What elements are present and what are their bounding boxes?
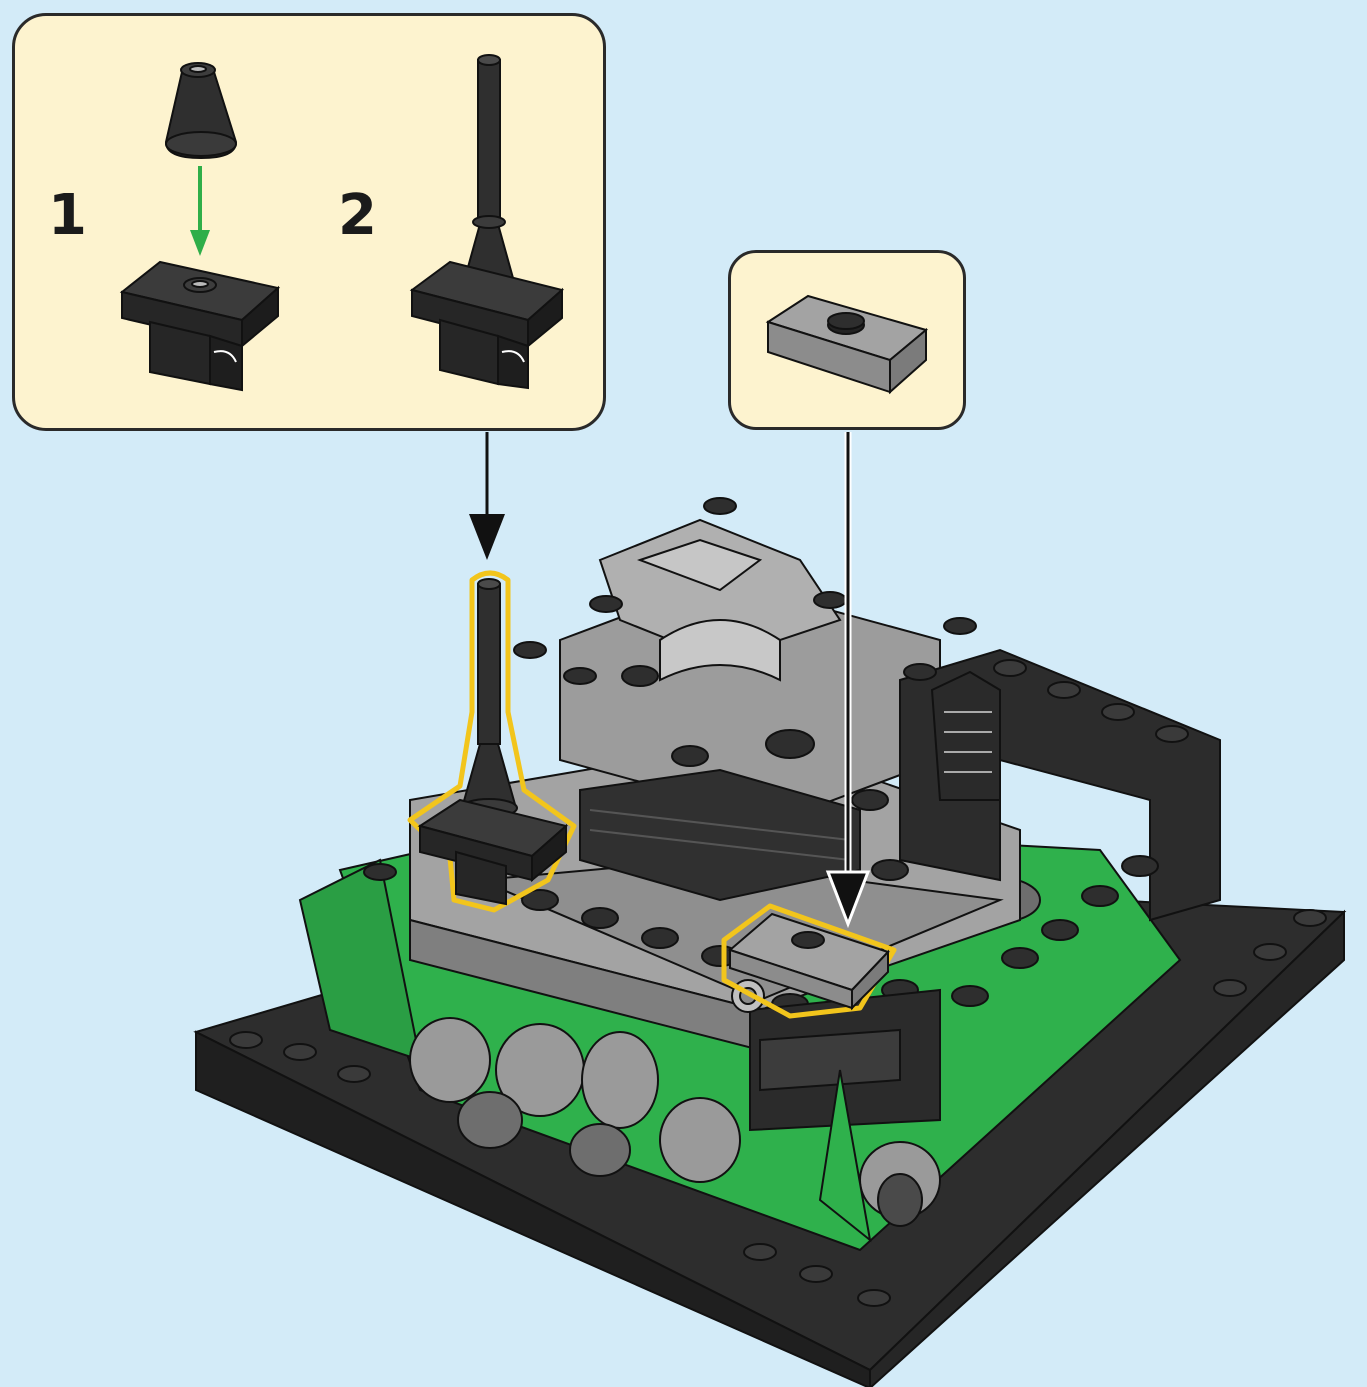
callout-arrow-antenna [469,432,505,560]
substep-number-1: 1 [48,183,87,248]
cone-part-icon [164,62,238,160]
tile-part-icon [765,294,929,395]
assembly-arrow [190,166,210,256]
highlighted-antenna [407,570,577,913]
callout-arrow-tile [825,432,871,929]
bracket-part-icon [119,260,281,392]
substep-number-2: 2 [338,183,377,248]
antenna-part-icon [409,54,565,390]
highlighted-tile [721,903,897,1019]
